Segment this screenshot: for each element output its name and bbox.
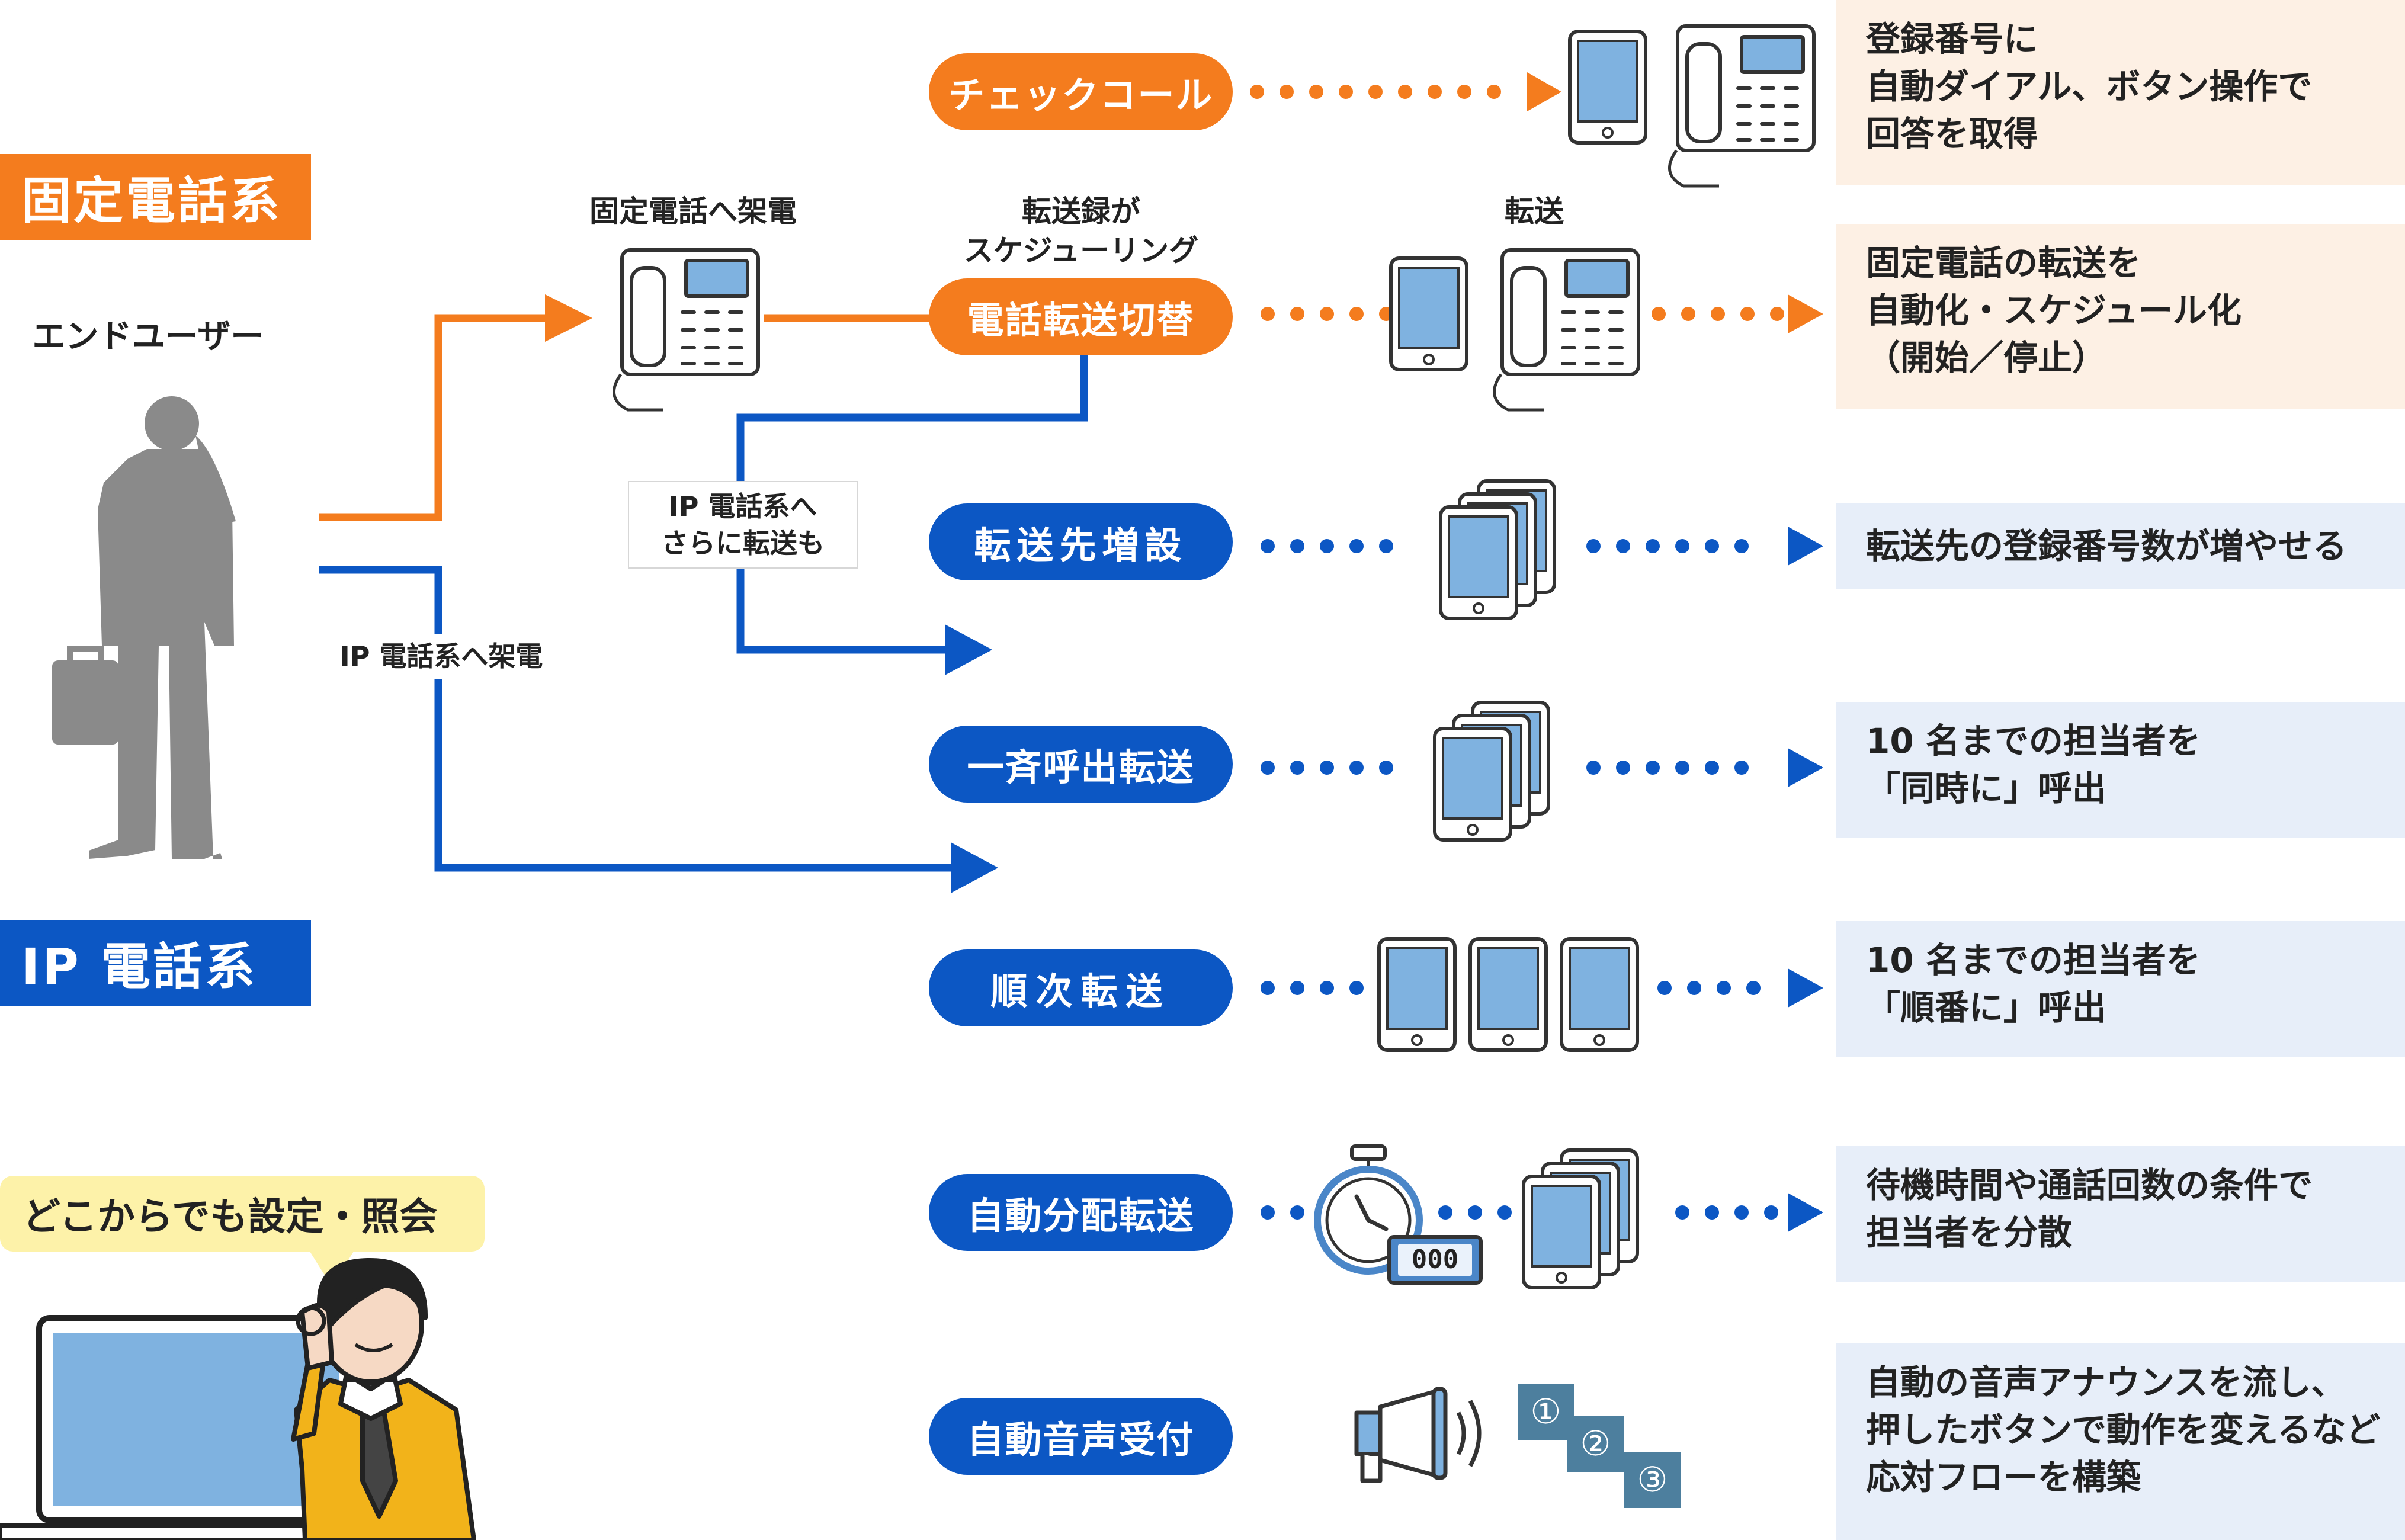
stopwatch-icon: [1314, 1144, 1483, 1285]
ivr-button-2-bg: [1567, 1416, 1624, 1472]
category-ip-label: IP 電話系: [0, 920, 311, 1006]
dotted-arrow-row1: [1250, 72, 1561, 111]
speech-bubble: どこからでも設定・照会: [0, 1176, 485, 1252]
desc-auto-distribution: 待機時間や通話回数の条件で 担当者を分散: [1836, 1146, 2405, 1282]
dotted-arrow-row4: [1261, 748, 1823, 787]
desc-line: 自動ダイアル、ボタン操作で: [1866, 66, 2313, 107]
desc-auto-voice-reception: 自動の音声アナウンスを流し、 押したボタンで動作を変えるなど 応対フローを構築: [1836, 1343, 2405, 1540]
desk-phone-icon: [1669, 26, 1814, 186]
desc-line: 押したボタンで動作を変えるなど: [1866, 1410, 2381, 1450]
ip-forward-label-line2: さらに転送も: [661, 527, 825, 559]
ivr-button-3-bg: [1624, 1452, 1681, 1508]
desk-phone-icon: [1494, 250, 1638, 410]
desc-line: 固定電話の転送を: [1866, 243, 2141, 283]
switch-to-ip-arrowhead: [945, 624, 992, 675]
desc-simultaneous-ring: 10 名までの担当者を 「同時に」呼出: [1836, 702, 2405, 838]
counter-display: 000: [1411, 1244, 1459, 1275]
call-ip-line: [319, 566, 960, 872]
switch-to-ip-line: [736, 354, 1088, 654]
mobile-icon: [1570, 31, 1646, 143]
dotted-arrow-row5: [1261, 968, 1823, 1008]
desc-line: （開始／停止）: [1866, 338, 2107, 378]
desc-line: 担当者を分散: [1866, 1212, 2073, 1253]
ivr-button-3: ③: [1637, 1459, 1668, 1500]
feature-check-call[interactable]: チェックコール: [929, 53, 1233, 130]
desc-line: 転送先の登録番号数が増やせる: [1866, 526, 2348, 566]
speech-bubble-tail: [308, 1249, 355, 1286]
ip-forward-label-line1: IP 電話系へ: [668, 490, 817, 522]
desc-sequential-forward: 10 名までの担当者を 「順番に」呼出: [1836, 921, 2405, 1057]
ivr-button-1: ①: [1530, 1391, 1561, 1432]
feature-auto-voice-reception[interactable]: 自動音声受付: [929, 1398, 1233, 1475]
desc-check-call: 登録番号に 自動ダイアル、ボタン操作で 回答を取得: [1836, 0, 2405, 185]
mobile-stack-icon: [1435, 702, 1548, 840]
mobile-icon: [1379, 939, 1455, 1050]
transfer-label: 転送: [1505, 194, 1564, 229]
desc-line: 自動の音声アナウンスを流し、: [1866, 1362, 2346, 1403]
ip-forward-label: IP 電話系へ さらに転送も: [628, 481, 858, 569]
schedule-label-line1: 転送録が: [1022, 194, 1140, 229]
call-fixed-line: [319, 314, 551, 521]
feature-sequential-forward[interactable]: 順次転送: [929, 949, 1233, 1026]
call-fixed-arrowhead: [545, 294, 592, 342]
desc-line: 10 名までの担当者を: [1866, 940, 2201, 980]
mobile-stack-icon: [1441, 481, 1554, 618]
desk-phone-icon: [614, 250, 758, 410]
business-person-icon: [52, 396, 236, 859]
call-fixed-label: 固定電話へ架電: [589, 194, 797, 229]
desc-line: 待機時間や通話回数の条件で: [1866, 1165, 2313, 1205]
dotted-arrow-row3: [1261, 527, 1823, 566]
feature-add-destinations[interactable]: 転送先増設: [929, 503, 1233, 580]
desc-add-destinations: 転送先の登録番号数が増やせる: [1836, 503, 2405, 589]
feature-call-forward-switch[interactable]: 電話転送切替: [929, 278, 1233, 355]
businessman-icon: [291, 1257, 476, 1540]
dotted-arrow-row6: [1261, 1193, 1823, 1232]
category-fixed-label: 固定電話系: [0, 154, 311, 240]
megaphone-icon: [1354, 1387, 1482, 1483]
desc-line: 「順番に」呼出: [1866, 987, 2107, 1028]
mobile-icon: [1470, 939, 1546, 1050]
desc-line: 自動化・スケジュール化: [1866, 290, 2242, 331]
desc-line: 回答を取得: [1866, 114, 2038, 154]
feature-simultaneous-ring[interactable]: 一斉呼出転送: [929, 726, 1233, 803]
call-ip-label: IP 電話系へ架電: [320, 634, 563, 679]
schedule-label: 転送録が スケジューリング: [930, 192, 1232, 270]
ivr-button-2: ②: [1580, 1423, 1611, 1464]
call-ip-arrowhead: [951, 842, 998, 893]
end-user-label: エンドユーザー: [32, 317, 264, 356]
desc-line: 10 名までの担当者を: [1866, 721, 2201, 761]
laptop-icon: [0, 1315, 381, 1540]
desc-call-forward-switch: 固定電話の転送を 自動化・スケジュール化 （開始／停止）: [1836, 224, 2405, 409]
desc-line: 「同時に」呼出: [1866, 768, 2107, 808]
desc-line: 登録番号に: [1866, 19, 2038, 59]
mobile-stack-icon: [1524, 1150, 1637, 1288]
mobile-icon: [1391, 258, 1467, 370]
schedule-label-line2: スケジューリング: [963, 233, 1199, 268]
desc-line: 応対フローを構築: [1866, 1457, 2141, 1497]
feature-auto-distribution[interactable]: 自動分配転送: [929, 1174, 1233, 1251]
mobile-icon: [1561, 939, 1637, 1050]
ivr-button-1-bg: [1518, 1384, 1574, 1440]
